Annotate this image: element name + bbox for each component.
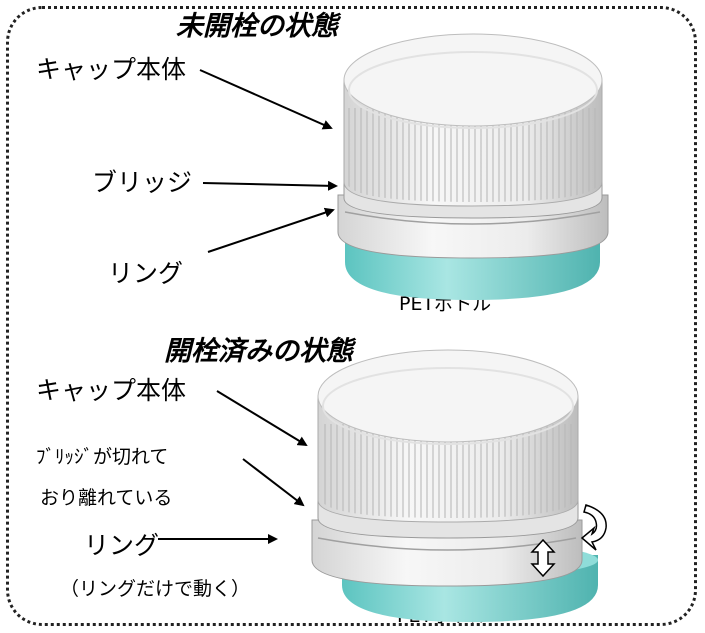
label-cap-body-top: キャップ本体 xyxy=(36,55,187,84)
cap-top-dome xyxy=(343,33,603,127)
title-opened: 開栓済みの状態 xyxy=(164,336,353,367)
cap-unopened-illustration xyxy=(337,33,609,300)
label-ring-bottom: リング xyxy=(84,531,160,560)
title-unopened: 未開栓の状態 xyxy=(176,11,338,42)
arrow-cap-body-bottom xyxy=(216,390,308,447)
label-bridge-top: ブリッジ xyxy=(92,168,193,197)
cap-top-dome-bottom xyxy=(317,349,579,443)
label-bridge-broken-line2: おり離れている xyxy=(40,487,173,509)
arrow-ring-top xyxy=(207,207,335,253)
label-cap-body-bottom: キャップ本体 xyxy=(36,376,187,405)
label-ring-top: リング xyxy=(108,259,184,288)
arrow-bridge-top xyxy=(202,180,338,191)
rotate-arrow-icon xyxy=(580,504,607,551)
up-down-arrow-icon xyxy=(530,538,556,578)
label-bridge-broken-line1: ﾌﾞﾘｯｼﾞが切れて xyxy=(36,446,169,468)
arrow-bridge-bottom xyxy=(242,458,305,507)
dotted-frame xyxy=(6,6,697,626)
arrow-cap-body-top xyxy=(199,69,333,130)
cap-opened-illustration xyxy=(311,349,598,622)
label-ring-note: （リングだけで動く） xyxy=(60,578,251,600)
